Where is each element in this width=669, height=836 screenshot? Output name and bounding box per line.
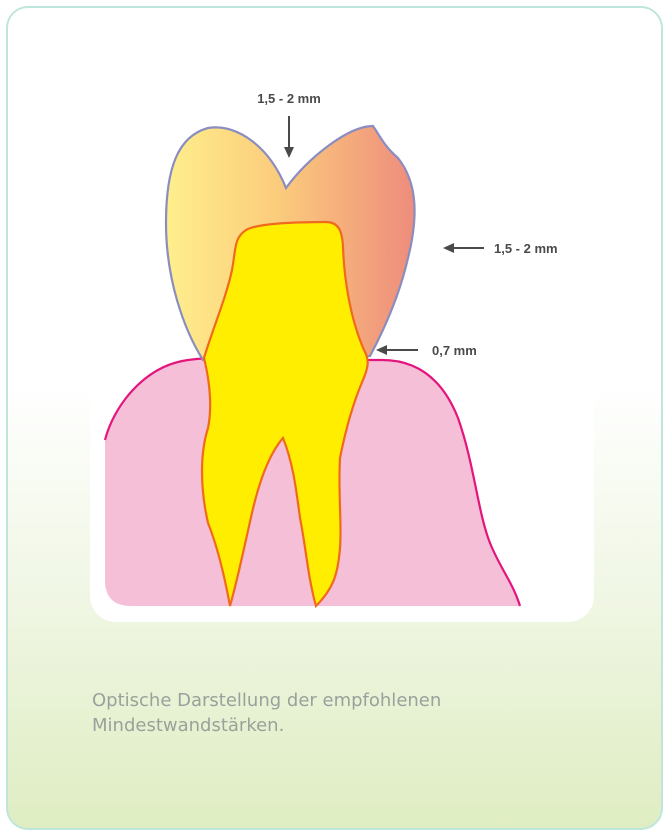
occlusal-thickness-label: 1,5 - 2 mm (257, 91, 321, 106)
caption-line-2: Mindestwandstärken. (92, 713, 572, 738)
caption: Optische Darstellung der empfohlenen Min… (92, 688, 572, 738)
axial-thickness-label: 1,5 - 2 mm (494, 241, 558, 256)
caption-line-1: Optische Darstellung der empfohlenen (92, 688, 572, 713)
axial-arrow-head (443, 243, 454, 253)
occlusal-arrow-head (284, 147, 294, 158)
info-card: 1,5 - 2 mm 1,5 - 2 mm 0,7 mm Optische Da… (6, 6, 663, 830)
cervical-thickness-label: 0,7 mm (432, 343, 477, 358)
